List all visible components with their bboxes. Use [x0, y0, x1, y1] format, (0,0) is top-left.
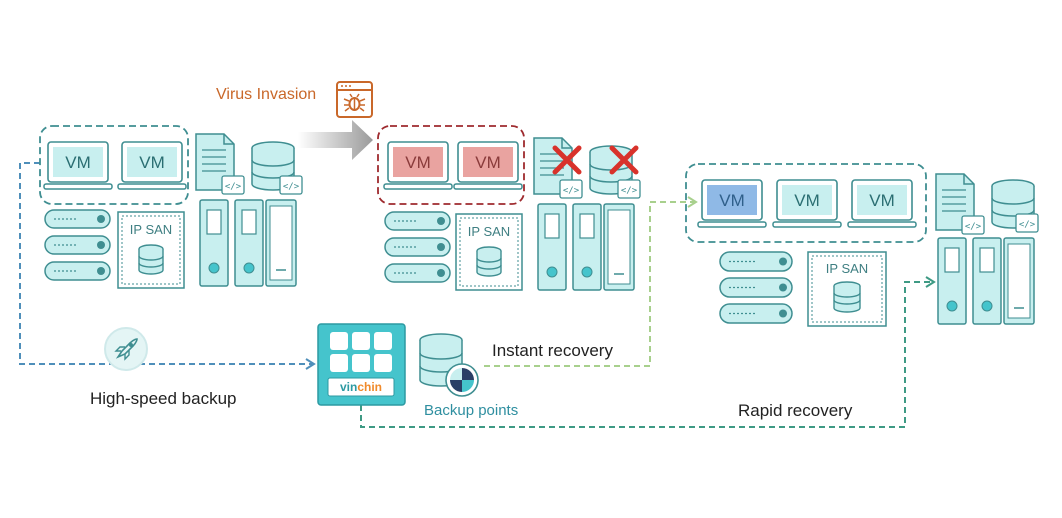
document-code-icon: </> [935, 173, 985, 235]
ip-san-box: IP SAN [455, 213, 523, 291]
ip-san-label: IP SAN [130, 222, 172, 237]
svg-text:</>: </> [225, 182, 242, 192]
svg-text:</>: </> [621, 186, 638, 196]
rocket-icon [104, 327, 148, 371]
high-speed-backup-label: High-speed backup [90, 389, 237, 408]
rapid-recovery-line [360, 276, 936, 428]
vm-laptop-infected: VM [383, 141, 453, 190]
vm-label: VM [475, 153, 501, 172]
vm-label: VM [794, 191, 820, 210]
vm-label: VM [719, 191, 745, 210]
svg-text:</>: </> [283, 182, 300, 192]
rapid-recovery-label: Rapid recovery [738, 401, 853, 420]
red-x-icon [609, 145, 639, 175]
svg-text:</>: </> [563, 186, 580, 196]
vinchin-logo: vinchin [340, 380, 382, 394]
ip-san-label: IP SAN [826, 261, 868, 276]
high-speed-backup-line [19, 162, 316, 370]
vm-laptop: VM [43, 141, 113, 190]
instant-recovery-label: Instant recovery [492, 341, 613, 360]
server-tower-icon [537, 203, 635, 291]
vm-label: VM [139, 153, 165, 172]
vm-label: VM [869, 191, 895, 210]
vm-label: VM [405, 153, 431, 172]
instant-recovery-line [484, 196, 698, 367]
vm-laptop-restored: VM [697, 179, 767, 228]
virus-window-icon [336, 81, 373, 118]
vm-laptop: VM [117, 141, 187, 190]
storage-disks [719, 251, 793, 324]
virus-invasion-label: Virus Invasion [216, 86, 317, 103]
document-code-icon: </> [195, 133, 245, 195]
vm-laptop: VM [847, 179, 917, 228]
vm-group-infected [377, 125, 525, 205]
svg-text:</>: </> [1019, 220, 1036, 230]
server-tower-icon [937, 237, 1035, 325]
database-icon: </> [251, 141, 303, 195]
vinchin-backup-server: vinchin [317, 323, 406, 406]
vm-laptop: VM [772, 179, 842, 228]
storage-disks [44, 209, 111, 281]
ip-san-box: IP SAN [117, 211, 185, 289]
server-tower-icon [199, 199, 297, 287]
vm-label: VM [65, 153, 91, 172]
ip-san-box: IP SAN [807, 251, 887, 327]
red-x-icon [552, 145, 582, 175]
backup-points-database-icon [419, 333, 479, 397]
virus-invasion-arrow [298, 120, 373, 160]
backup-points-label: Backup points [424, 402, 519, 419]
storage-disks [384, 211, 451, 283]
vm-group-site1 [39, 125, 189, 205]
svg-text:</>: </> [965, 222, 982, 232]
database-icon: </> [991, 179, 1039, 233]
vm-laptop-infected: VM [453, 141, 523, 190]
ip-san-label: IP SAN [468, 224, 510, 239]
